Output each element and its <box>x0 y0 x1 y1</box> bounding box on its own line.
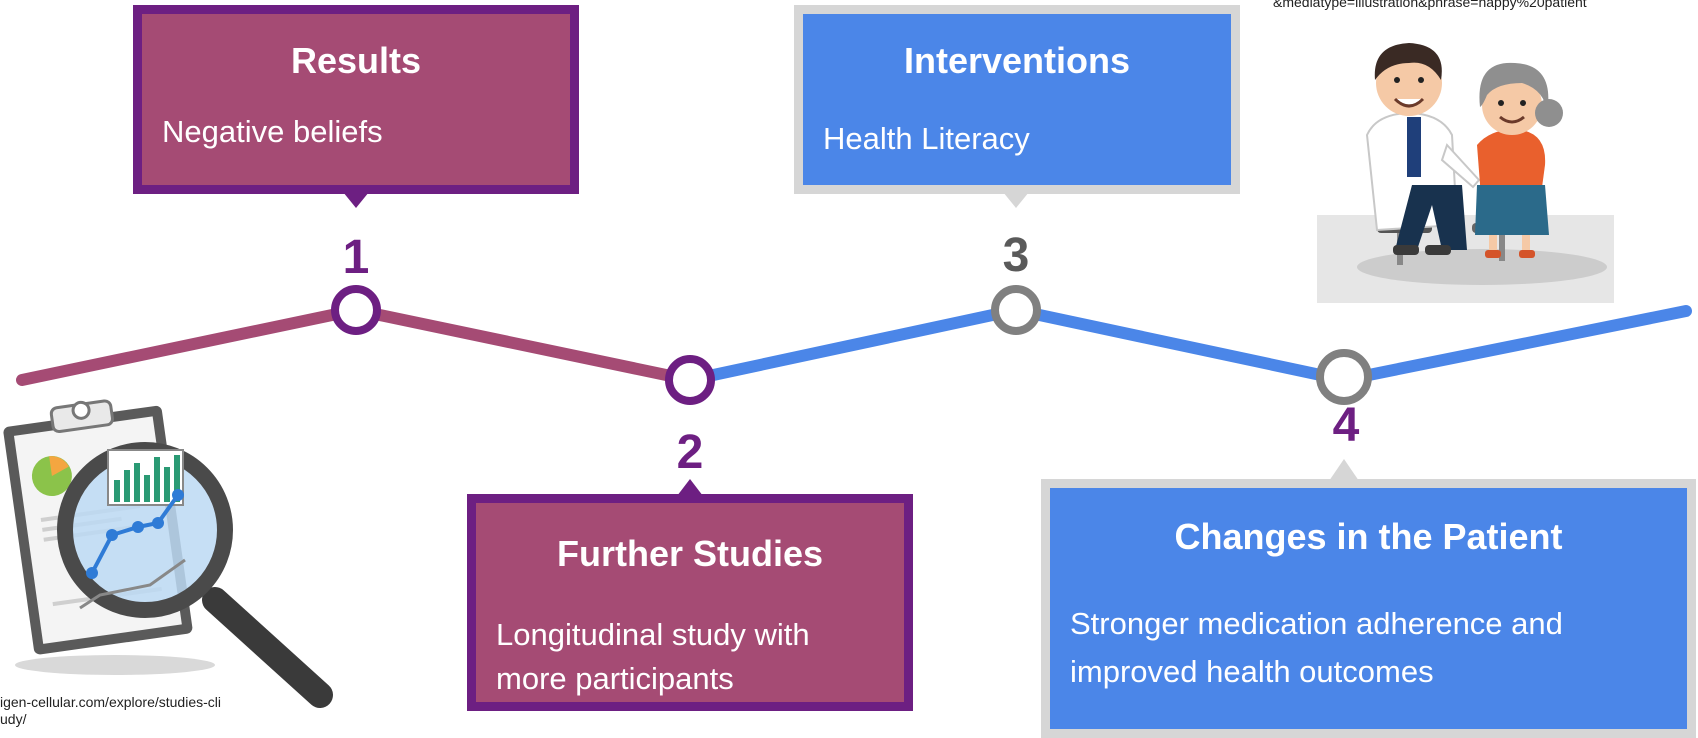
changes-text: Stronger medication adherence and improv… <box>1070 606 1563 689</box>
pointer-1 <box>343 192 369 208</box>
changes-title: Changes in the Patient <box>1174 516 1563 557</box>
doctor-and-patient-illustration <box>1317 43 1614 303</box>
further-studies-box: Further Studies Longitudinal study with … <box>467 494 913 711</box>
right-image-credit: &mediatype=illustration&phrase=happy%20p… <box>1273 0 1587 10</box>
further-studies-title: Further Studies <box>556 533 824 574</box>
further-studies-text: Longitudinal study with more participant… <box>496 617 810 696</box>
timeline-marker-2 <box>665 355 715 405</box>
step-number-1: 1 <box>342 231 370 284</box>
timeline-segment-blue <box>684 304 1692 386</box>
changes-box: Changes in the Patient Stronger medicati… <box>1041 479 1696 738</box>
step-number-4: 4 <box>1332 399 1360 452</box>
results-title: Results <box>290 40 422 81</box>
timeline-marker-3 <box>991 285 1041 335</box>
timeline-marker-4 <box>1316 349 1372 405</box>
results-box: Results Negative beliefs <box>133 5 579 194</box>
results-text: Negative beliefs <box>162 114 383 149</box>
pointer-4 <box>1329 459 1359 481</box>
timeline-marker-1 <box>331 285 381 335</box>
interventions-title: Interventions <box>903 40 1131 81</box>
step-number-2: 2 <box>676 426 704 479</box>
step-number-3: 3 <box>1002 229 1030 282</box>
pointer-3 <box>1003 192 1029 208</box>
interventions-text: Health Literacy <box>823 121 1030 156</box>
pointer-2 <box>677 479 703 496</box>
clipboard-magnifier-illustration <box>3 399 333 708</box>
left-image-credit: igen-cellular.com/explore/studies-cli ud… <box>0 694 221 727</box>
interventions-box: Interventions Health Literacy <box>794 5 1240 194</box>
